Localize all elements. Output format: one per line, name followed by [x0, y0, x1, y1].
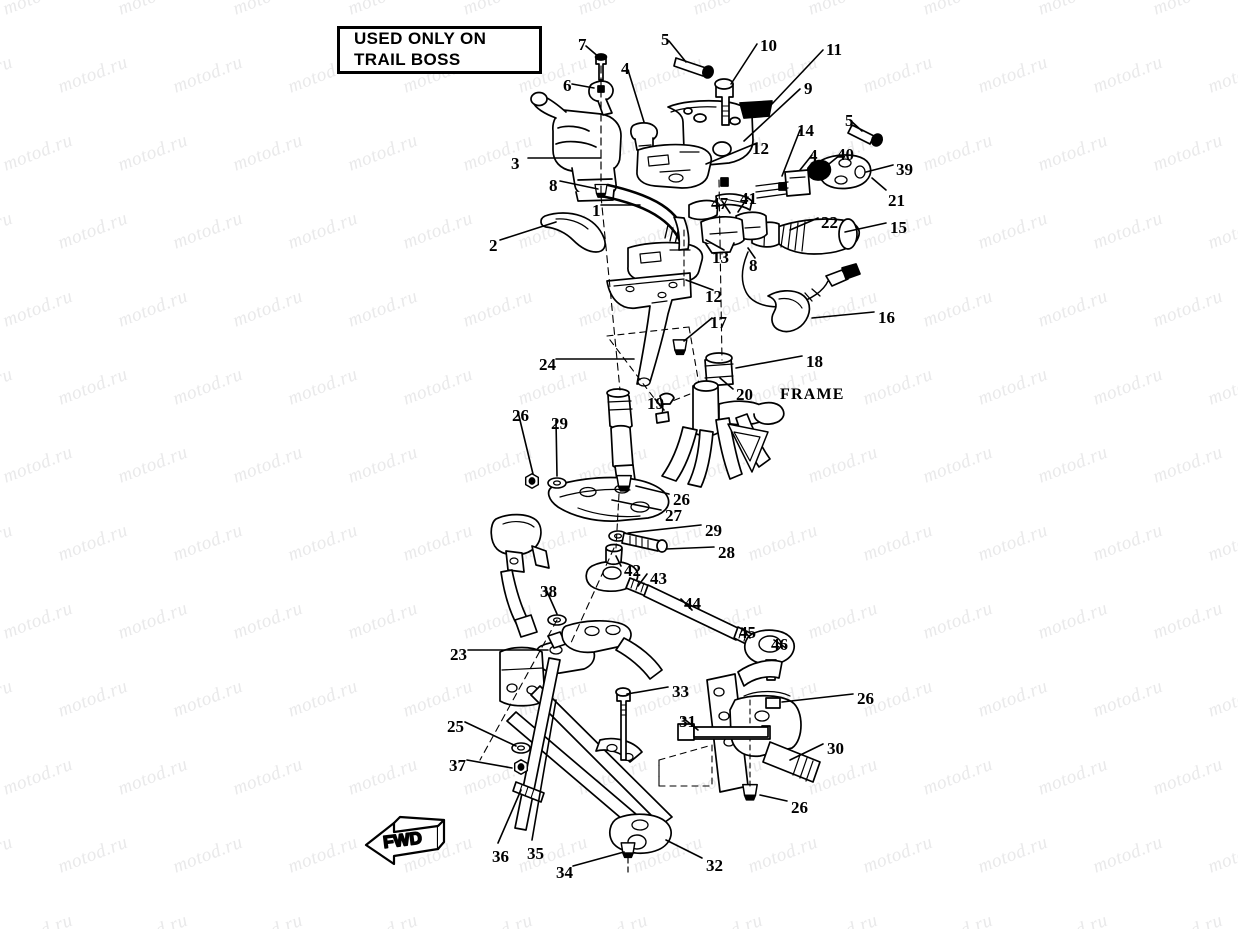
- callout-number: 11: [826, 40, 843, 59]
- callout-number: 26: [791, 798, 808, 817]
- callout-number: 39: [896, 160, 913, 179]
- callout-number: 30: [827, 739, 844, 758]
- callout-number: 29: [705, 521, 722, 540]
- callout-number: 2: [489, 236, 498, 255]
- callout-number: 15: [890, 218, 907, 237]
- callout-number: 33: [672, 682, 689, 701]
- callout-number: 26: [512, 406, 529, 425]
- callout-number: 26: [857, 689, 874, 708]
- callout-number: 44: [684, 594, 701, 613]
- callout-number: 4: [809, 146, 818, 165]
- callout-number: 36: [492, 847, 509, 866]
- callout-number: 32: [706, 856, 723, 875]
- callout-number: 19: [647, 394, 664, 413]
- callout-number: 34: [556, 863, 573, 882]
- title-line-2: TRAIL BOSS: [354, 50, 461, 69]
- callout-number: 27: [665, 506, 682, 525]
- frame-label: FRAME: [780, 386, 845, 403]
- callout-number: 20: [736, 385, 753, 404]
- callout-number: 23: [450, 645, 467, 664]
- callout-number: 13: [712, 248, 729, 267]
- callout-number: 47: [711, 194, 728, 213]
- callout-number: 31: [679, 712, 696, 731]
- callout-number: 8: [749, 256, 758, 275]
- callout-number: 16: [878, 308, 895, 327]
- callout-number: 24: [539, 355, 556, 374]
- callout-number: 45: [739, 623, 756, 642]
- callout-number: 3: [511, 154, 520, 173]
- callout-number: 40: [837, 145, 854, 164]
- callout-number: 42: [624, 561, 641, 580]
- callout-number: 6: [563, 76, 572, 95]
- callout-number: 14: [797, 121, 814, 140]
- callout-number: 12: [705, 287, 722, 306]
- callout-number: 18: [806, 352, 823, 371]
- title-box: USED ONLY ON TRAIL BOSS: [337, 26, 542, 74]
- callout-number: 17: [710, 313, 727, 332]
- callout-number: 5: [661, 30, 670, 49]
- callout-number: 37: [449, 756, 466, 775]
- callout-number: 28: [718, 543, 735, 562]
- callout-number: 29: [551, 414, 568, 433]
- callout-number: 12: [752, 139, 769, 158]
- callout-number: 46: [771, 635, 788, 654]
- callout-number: 5: [845, 111, 854, 130]
- callout-number: 7: [578, 35, 587, 54]
- callout-number: 22: [821, 213, 838, 232]
- callout-number: 43: [650, 569, 667, 588]
- callout-number: 10: [760, 36, 777, 55]
- callout-number: 35: [527, 844, 544, 863]
- callout-number: 26: [673, 490, 690, 509]
- callout-number: 25: [447, 717, 464, 736]
- callout-number: 1: [592, 201, 601, 220]
- callout-number: 21: [888, 191, 905, 210]
- callout-number: 9: [804, 79, 813, 98]
- callout-number: 38: [540, 582, 557, 601]
- callout-number: 4: [621, 59, 630, 78]
- callout-number: 41: [740, 189, 757, 208]
- title-line-1: USED ONLY ON: [354, 29, 487, 49]
- callout-number: 8: [549, 176, 558, 195]
